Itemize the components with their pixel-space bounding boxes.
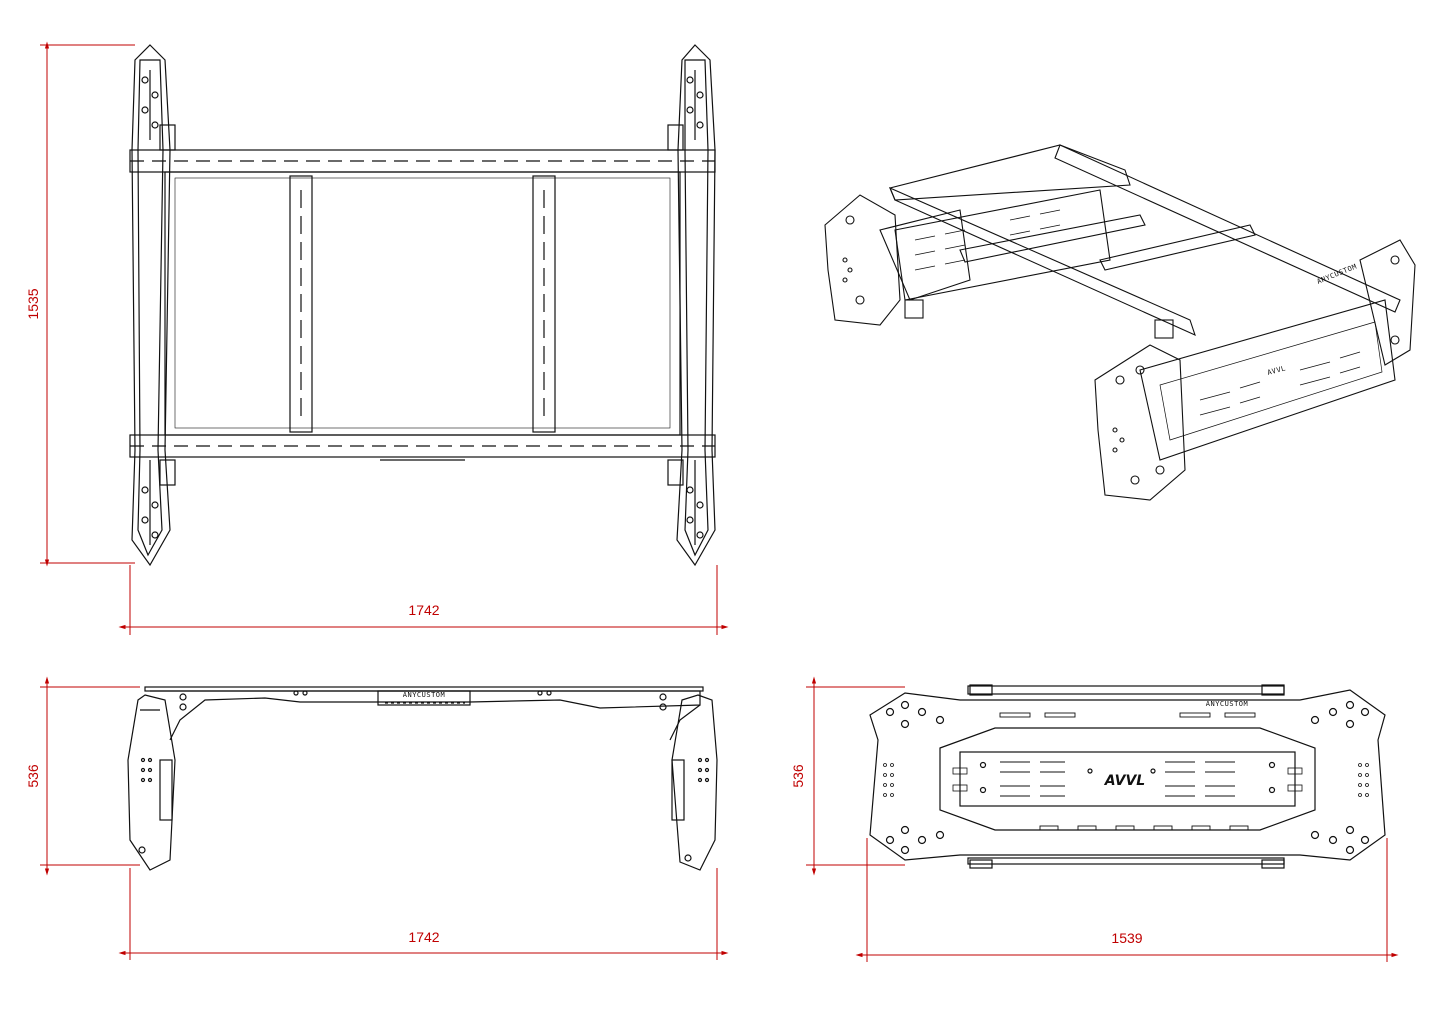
end-view-outer-frame	[869, 689, 1386, 861]
end-view: ANYCUSTOM AVVL	[869, 684, 1386, 869]
top-view-slat-right	[532, 175, 556, 433]
end-view-height-dimension	[806, 676, 905, 876]
iso-right-end-frame	[1094, 239, 1416, 501]
end-view-width-label: 1539	[1111, 930, 1142, 946]
end-view-side-hole-grids	[883, 763, 1369, 797]
side-view-height-dimension	[40, 676, 140, 876]
end-view-height-label: 536	[790, 764, 806, 788]
top-view-width-dimension	[118, 565, 729, 635]
iso-left-end-frame	[824, 194, 971, 326]
top-view-inner-frame	[164, 171, 681, 436]
side-view-left-leg	[127, 693, 187, 871]
side-view-height-label: 536	[25, 764, 41, 788]
top-view-rear-crossbar	[129, 434, 716, 458]
top-view-width-label: 1742	[408, 602, 439, 618]
top-view-height-label: 1535	[25, 288, 41, 319]
end-view-wordmark: ANYCUSTOM	[1206, 700, 1248, 708]
side-view-width-label: 1742	[408, 929, 439, 945]
side-view: ANYCUSTOM	[127, 686, 718, 871]
side-view-width-dimension	[118, 868, 729, 960]
end-view-width-dimension	[855, 838, 1399, 962]
top-view-slat-left	[289, 175, 313, 433]
iso-wordmark: ANYCUSTOM	[1316, 263, 1358, 286]
side-view-wordmark: ANYCUSTOM	[403, 691, 445, 699]
end-view-monogram: AVVL	[1104, 773, 1145, 789]
iso-monogram: AVVL	[1266, 364, 1286, 377]
side-view-right-leg	[659, 693, 718, 871]
end-view-corner-bolts	[885, 700, 1370, 855]
top-view-height-dimension	[40, 41, 135, 567]
isometric-view: AVVL ANYCUSTOM	[824, 144, 1416, 501]
top-view-front-crossbar	[129, 149, 716, 173]
top-view	[129, 44, 716, 567]
top-view-right-side-frame	[667, 44, 716, 567]
top-view-left-side-frame	[131, 44, 176, 567]
